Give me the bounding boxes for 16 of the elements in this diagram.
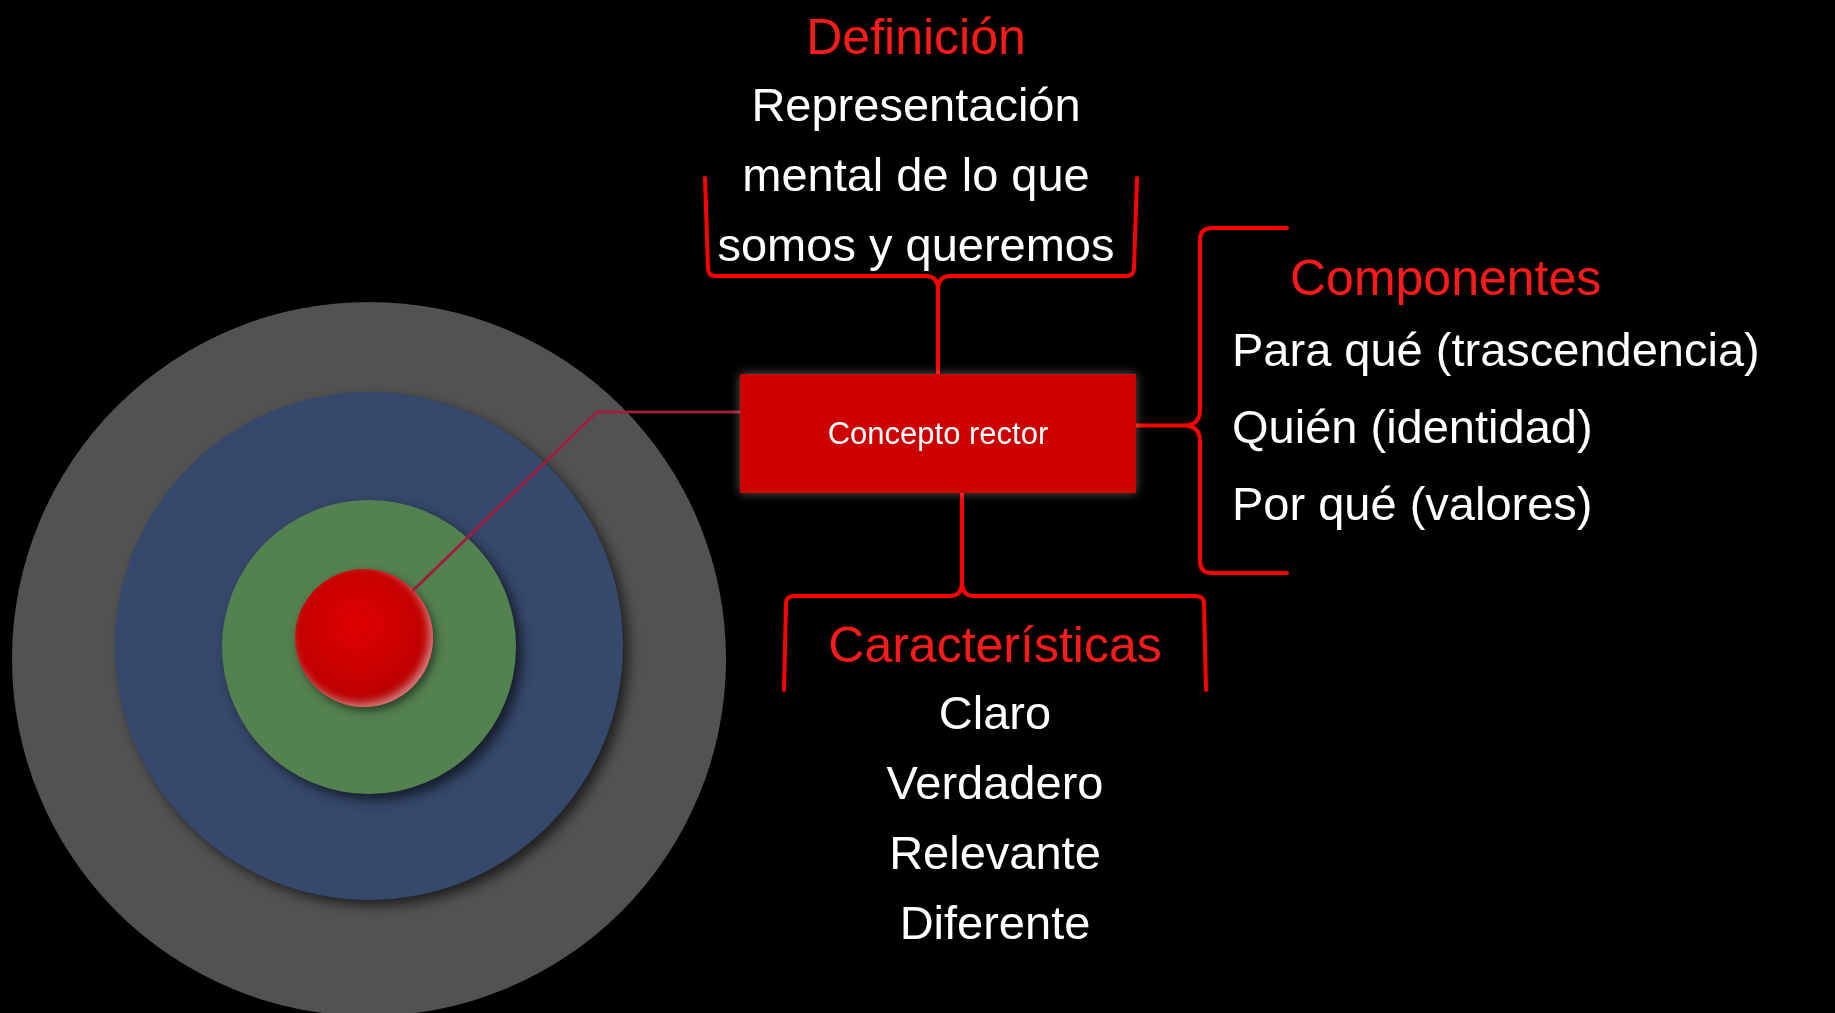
heading: Características: [828, 616, 1162, 675]
concept-box: Concepto rector: [740, 374, 1136, 493]
list-item: Verdadero: [886, 755, 1104, 811]
heading: Componentes: [1289, 249, 1602, 308]
list-item: Para qué (trascendencia): [1232, 322, 1760, 378]
heading: Definición: [806, 8, 1026, 67]
list-item: Diferente: [899, 895, 1091, 951]
bracket-connector: [782, 491, 1208, 692]
leader-line: [412, 410, 742, 592]
list-item: Quién (identidad): [1232, 399, 1593, 455]
list-item: Relevante: [889, 825, 1101, 881]
list-item: Por qué (valores): [1232, 476, 1593, 532]
bracket-connector: [703, 176, 1139, 376]
list-item: Representación mental de lo que somos y queremos: [716, 77, 1116, 273]
bracket-connector: [1134, 226, 1289, 575]
list-item: Claro: [938, 685, 1052, 741]
